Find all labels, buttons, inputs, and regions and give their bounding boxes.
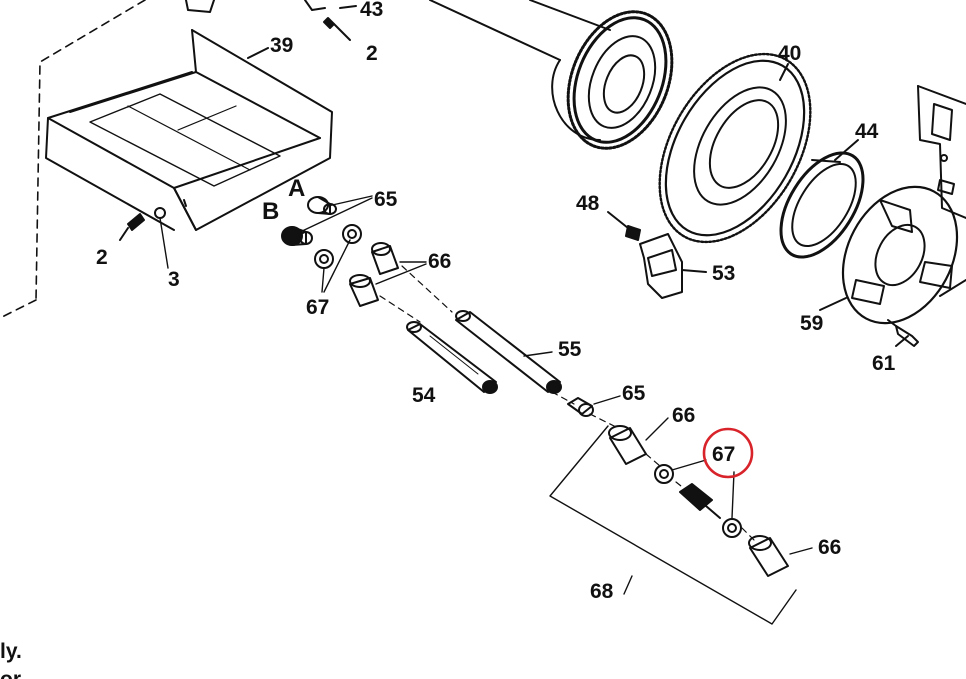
bushing-part-65-a [307, 196, 337, 215]
side-bracket-fragment [917, 85, 966, 297]
ring-part-44 [779, 139, 865, 259]
nut-part-67-top-2 [314, 249, 334, 269]
callout-59: 59 [800, 312, 823, 335]
screw-part-2-left [119, 213, 145, 241]
bushing-part-65-b [281, 226, 313, 246]
standoff-part-66-bottom [748, 535, 813, 577]
callout-3: 3 [168, 268, 180, 291]
callout-66-top: 66 [428, 250, 451, 273]
nut-part-67-mid [654, 464, 674, 484]
stud-bolt [679, 483, 721, 519]
callout-39: 39 [270, 34, 293, 57]
nut-part-67-bottom [722, 518, 742, 538]
leader-lines-67 [671, 459, 735, 519]
part-43-fragment [185, 0, 357, 41]
callout-65-mid: 65 [622, 382, 646, 405]
callout-40: 40 [778, 42, 801, 65]
callout-44: 44 [855, 120, 879, 143]
highlight-circle [702, 427, 754, 479]
clip-part-53 [639, 233, 707, 299]
callout-66-mid: 66 [672, 404, 695, 427]
callout-2-top: 2 [366, 42, 378, 65]
callout-55: 55 [558, 338, 582, 361]
callout-67-highlight: 67 [712, 443, 735, 466]
rod-part-55 [455, 310, 562, 394]
screw-part-48 [607, 211, 641, 241]
cropped-caption-line-2: or [0, 668, 21, 679]
housing-part-59 [819, 185, 959, 325]
callout-B: B [262, 198, 279, 225]
callout-61: 61 [872, 352, 896, 375]
callout-43: 43 [360, 0, 383, 21]
callout-54: 54 [412, 384, 436, 407]
cropped-caption-line-1: ly. [0, 640, 22, 663]
callout-68: 68 [590, 580, 614, 603]
gear-ring-part-40 [658, 52, 812, 244]
callout-67-top: 67 [306, 296, 329, 319]
tray-part-39 [45, 29, 333, 231]
nut-part-67-top-1 [342, 224, 362, 244]
standoff-part-66-top-2 [349, 274, 379, 307]
drum-roller [429, 0, 674, 150]
callout-48: 48 [576, 192, 600, 215]
screw-part-61 [887, 319, 919, 347]
callout-66-bottom: 66 [818, 536, 841, 559]
callout-53: 53 [712, 262, 735, 285]
callout-65-top: 65 [374, 188, 398, 211]
assembly-boundary [0, 0, 146, 319]
callout-A: A [288, 175, 305, 202]
standoff-part-66-mid [608, 417, 669, 465]
standoff-part-66-top-1 [371, 242, 399, 275]
bushing-part-65-mid [567, 395, 621, 417]
callout-2-left: 2 [96, 246, 108, 269]
leader-lines-top [159, 195, 427, 293]
assembly-bracket-68 [549, 425, 797, 625]
rod-part-54 [406, 321, 498, 394]
